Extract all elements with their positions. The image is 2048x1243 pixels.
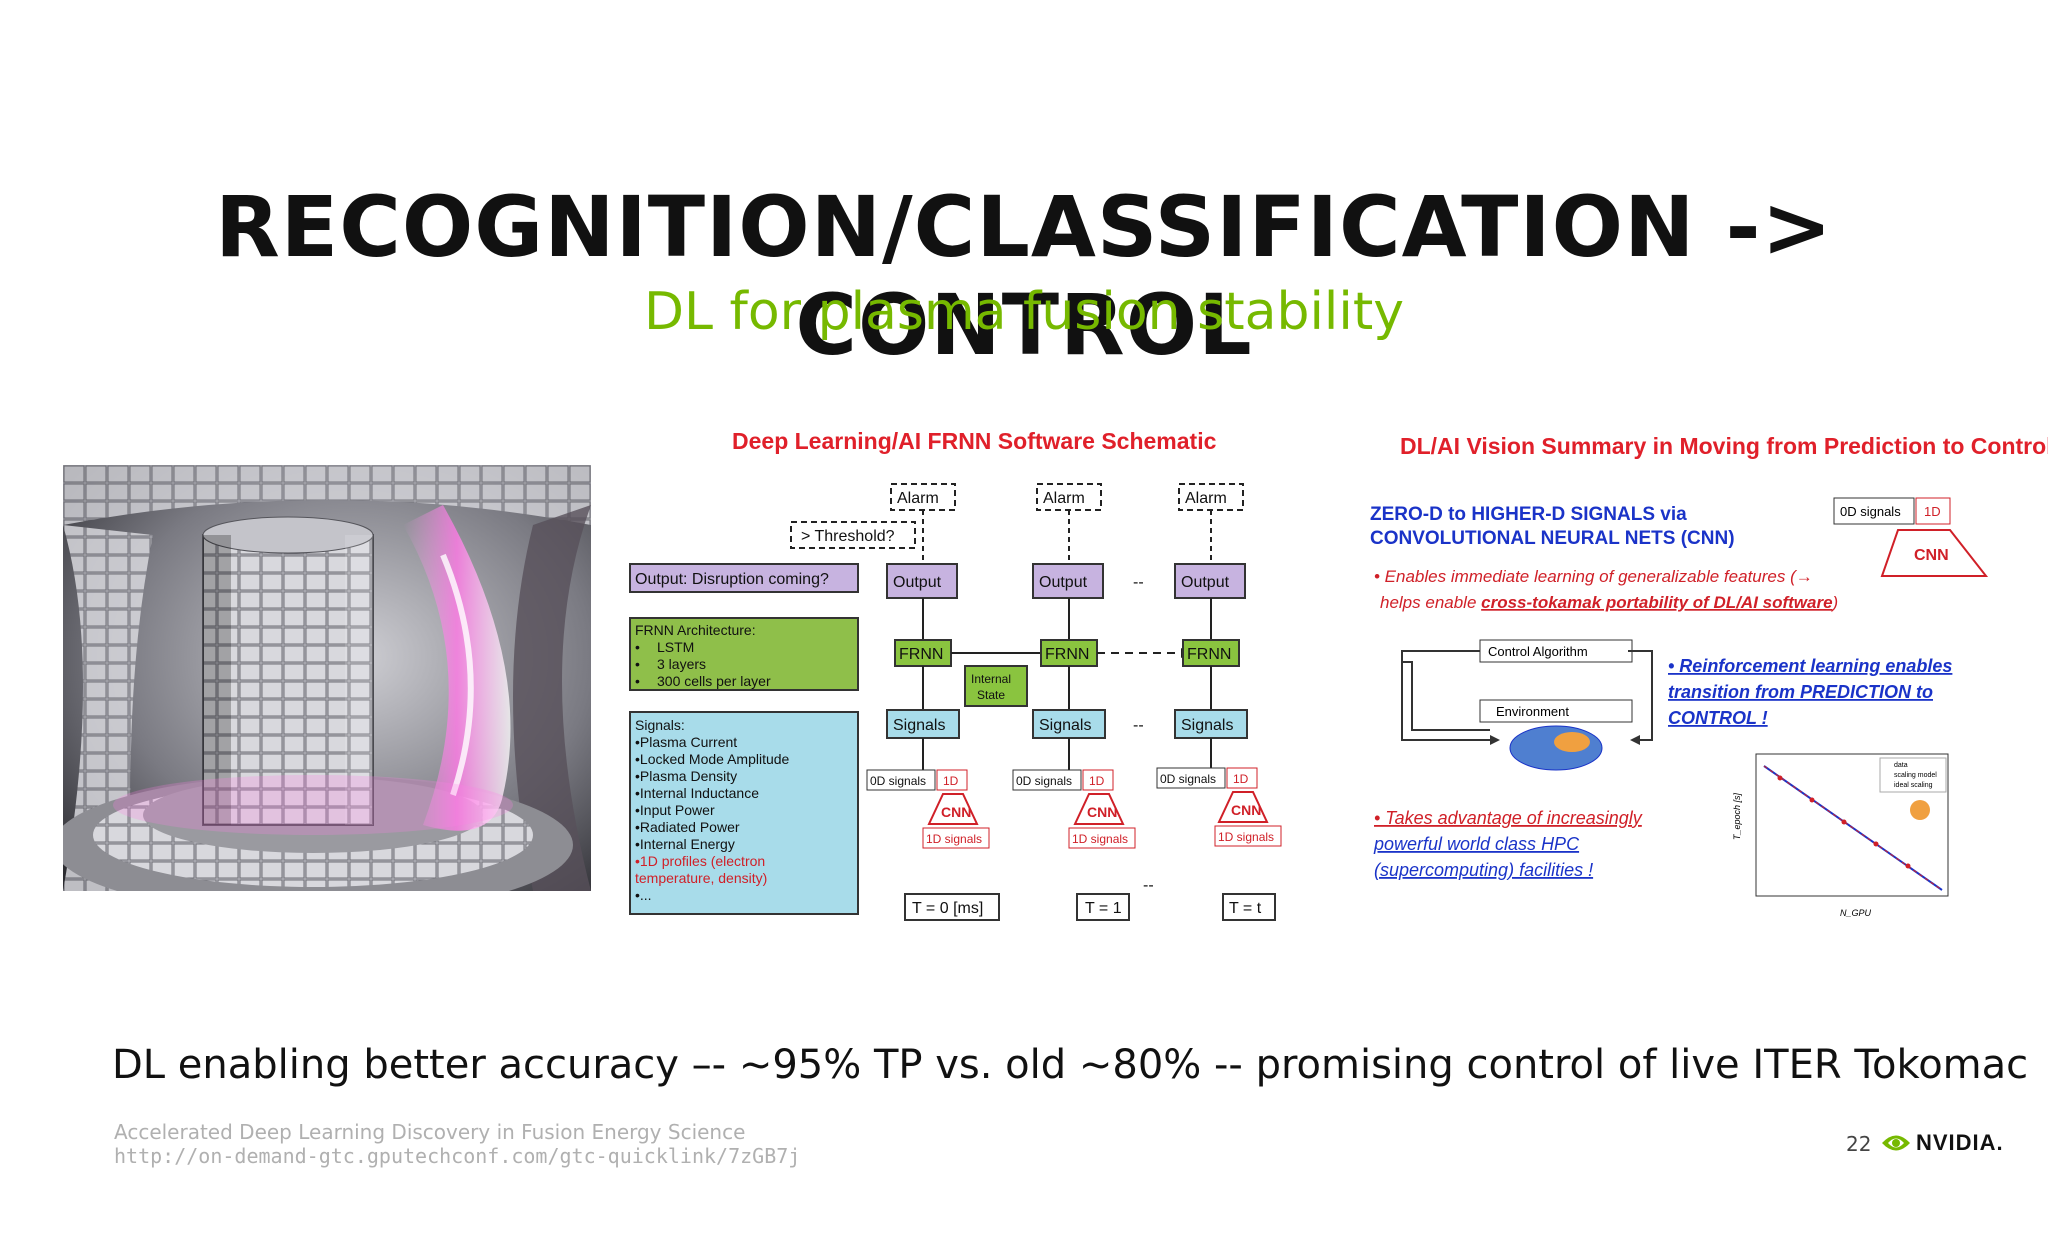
frnn-architecture-box bbox=[629, 617, 859, 691]
signal-item: •Plasma Current bbox=[635, 734, 737, 750]
cnn-label: CNN bbox=[1231, 802, 1261, 818]
bullet1-line: • Enables immediate learning of generali… bbox=[1374, 567, 1813, 586]
dash-separator: -- bbox=[1133, 574, 1144, 591]
schematic-title: Deep Learning/AI FRNN Software Schematic bbox=[732, 428, 1217, 454]
plot-ylabel: T_epoch [s] bbox=[1732, 792, 1742, 840]
one-d-signals-label: 1D signals bbox=[1072, 832, 1128, 846]
hpc-line: (supercomputing) facilities ! bbox=[1374, 860, 1593, 880]
output-label: Output bbox=[1181, 574, 1230, 591]
signal-item: •Plasma Density bbox=[635, 768, 737, 784]
output-label: Output bbox=[1039, 574, 1088, 591]
environment-label: Environment bbox=[1496, 704, 1569, 719]
frnn-label: FRNN bbox=[899, 646, 943, 663]
one-d-label: 1D bbox=[943, 774, 959, 788]
threshold-label: > Threshold? bbox=[801, 528, 895, 545]
one-d-signals-label: 1D signals bbox=[926, 832, 982, 846]
signal-item-red: temperature, density) bbox=[635, 870, 767, 886]
dash-separator: -- bbox=[1133, 717, 1144, 734]
output-label: Output bbox=[893, 574, 942, 591]
alarm-label: Alarm bbox=[1043, 490, 1085, 507]
rl-line: • Reinforcement learning enables bbox=[1668, 656, 1952, 676]
internal-state-label: Internal bbox=[971, 672, 1011, 686]
signal-item-red: •1D profiles (electron bbox=[635, 853, 765, 869]
one-d-label: 1D bbox=[1924, 504, 1941, 519]
rl-line: transition from PREDICTION to bbox=[1668, 682, 1933, 702]
source-link[interactable]: http://on-demand-gtc.gputechconf.com/gtc… bbox=[114, 1144, 801, 1168]
nvidia-eye-icon bbox=[1882, 1135, 1910, 1151]
frnn-label: FRNN bbox=[1045, 646, 1089, 663]
architecture-item: 3 layers bbox=[657, 656, 706, 672]
signals-list-title: Signals: bbox=[635, 717, 685, 733]
signals-label: Signals bbox=[1039, 717, 1091, 734]
architecture-item: LSTM bbox=[657, 639, 694, 655]
alarm-label: Alarm bbox=[897, 490, 939, 507]
tokamak-mini-image bbox=[1509, 725, 1603, 771]
alarm-label: Alarm bbox=[1185, 490, 1227, 507]
page-number: 22 bbox=[1846, 1132, 1872, 1156]
signals-label: Signals bbox=[893, 717, 945, 734]
svg-text:•: • bbox=[635, 639, 640, 655]
scaling-plot: data scaling model ideal scaling T_epoch… bbox=[1732, 753, 1949, 918]
nvidia-logo: NVIDIA. bbox=[1916, 1130, 2004, 1155]
time-step-label: T = 0 [ms] bbox=[912, 900, 983, 917]
hpc-line: powerful world class HPC bbox=[1373, 834, 1580, 854]
od-signals-label: 0D signals bbox=[1016, 774, 1072, 788]
od-signals-label: 0D signals bbox=[1840, 504, 1901, 519]
frnn-architecture-title: FRNN Architecture: bbox=[635, 622, 756, 638]
output-disruption-box bbox=[629, 563, 859, 593]
zero-d-line: CONVOLUTIONAL NEURAL NETS (CNN) bbox=[1370, 528, 1735, 549]
hpc-line: • Takes advantage of increasingly bbox=[1374, 808, 1643, 828]
tokamak-interior-image bbox=[63, 465, 591, 891]
cnn-label: CNN bbox=[941, 804, 971, 820]
svg-text:helps enable cross-tokamak por: helps enable cross-tokamak portability o… bbox=[1380, 593, 1838, 612]
signal-item: •Radiated Power bbox=[635, 819, 740, 835]
plot-xlabel: N_GPU bbox=[1840, 908, 1872, 918]
time-step-label: T = t bbox=[1229, 900, 1262, 917]
svg-text:•: • bbox=[635, 656, 640, 672]
signal-item: •Internal Inductance bbox=[635, 785, 759, 801]
bullet1-end: ) bbox=[1831, 593, 1839, 612]
cnn-label: CNN bbox=[1087, 804, 1117, 820]
threshold-box bbox=[790, 521, 916, 549]
one-d-label: 1D bbox=[1089, 774, 1105, 788]
frnn-label: FRNN bbox=[1187, 646, 1231, 663]
bullet1-line: helps enable bbox=[1380, 593, 1481, 612]
slide-title: RECOGNITION/CLASSIFICATION -> CONTROL bbox=[215, 178, 1833, 374]
architecture-item: 300 cells per layer bbox=[657, 673, 771, 689]
signal-item: •Input Power bbox=[635, 802, 715, 818]
dash-separator: -- bbox=[1143, 877, 1154, 894]
frnn-schematic-diagram: > Threshold? Output: Disruption coming? … bbox=[629, 483, 1282, 921]
zero-d-line: ZERO-D to HIGHER-D SIGNALS via bbox=[1370, 504, 1687, 525]
one-d-label: 1D bbox=[1233, 772, 1249, 786]
od-signals-label: 0D signals bbox=[1160, 772, 1216, 786]
signal-item: •Locked Mode Amplitude bbox=[635, 751, 790, 767]
signal-item: •Internal Energy bbox=[635, 836, 735, 852]
slide-subtitle: DL for plasma fusion stability bbox=[644, 282, 1404, 342]
plot-legend-entry: ideal scaling bbox=[1894, 782, 1933, 789]
time-step-label: T = 1 bbox=[1085, 900, 1122, 917]
plot-legend-entry: scaling model bbox=[1894, 772, 1937, 779]
signal-item-more: •... bbox=[635, 887, 652, 903]
cnn-label: CNN bbox=[1914, 547, 1949, 564]
signals-label: Signals bbox=[1181, 717, 1233, 734]
vision-title: DL/AI Vision Summary in Moving from Pred… bbox=[1400, 433, 2048, 459]
footer-statement: DL enabling better accuracy –- ~95% TP v… bbox=[112, 1042, 2029, 1088]
rl-line: CONTROL ! bbox=[1668, 708, 1768, 728]
internal-state-label: State bbox=[977, 688, 1005, 702]
signals-list-box bbox=[629, 711, 859, 915]
vision-summary-diagram: ZERO-D to HIGHER-D SIGNALS via CONVOLUTI… bbox=[1370, 497, 1989, 918]
od-signals-label: 0D signals bbox=[870, 774, 926, 788]
source-title: Accelerated Deep Learning Discovery in F… bbox=[114, 1120, 746, 1144]
plot-legend-entry: data bbox=[1894, 762, 1908, 769]
output-disruption-label: Output: Disruption coming? bbox=[635, 571, 829, 588]
one-d-signals-label: 1D signals bbox=[1218, 830, 1274, 844]
bullet1-emphasis: cross-tokamak portability of DL/AI softw… bbox=[1481, 593, 1832, 612]
svg-text:•: • bbox=[635, 673, 640, 689]
control-algorithm-label: Control Algorithm bbox=[1488, 644, 1588, 659]
